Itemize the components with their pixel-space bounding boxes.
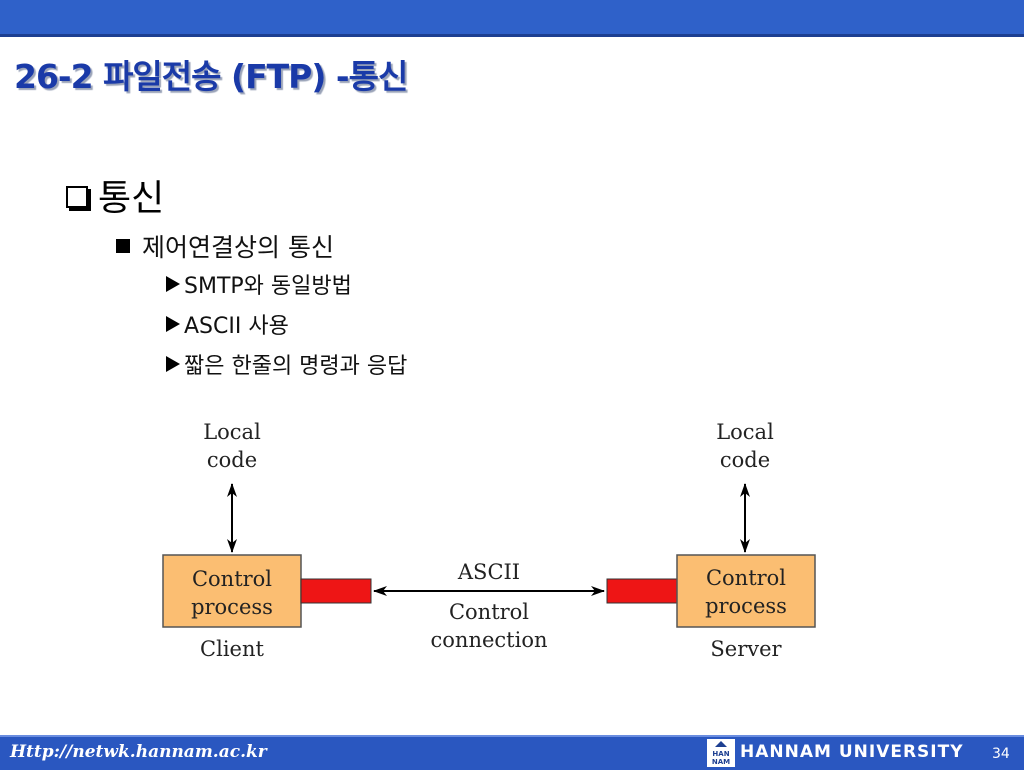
header-bar	[0, 0, 1024, 37]
triangle-bullet-icon	[166, 316, 180, 332]
hannam-logo-icon: HAN NAM	[707, 739, 735, 767]
bullet-level3-text: ASCII 사용	[184, 314, 289, 339]
connection-bottom-label-line2: connection	[431, 628, 548, 652]
bullet-level3-ascii: ASCII 사용	[166, 304, 407, 344]
triangle-bullet-icon	[166, 356, 180, 372]
bullet-level2: 제어연결상의 통신	[116, 228, 407, 264]
bullet-level3-smtp: SMTP와 동일방법	[166, 264, 407, 304]
server-local-code-line1: Local	[716, 420, 774, 444]
square-bullet-icon	[116, 239, 130, 253]
connection-bottom-label-line1: Control	[449, 600, 529, 624]
page-number: 34	[992, 746, 1010, 762]
client-local-code-line1: Local	[203, 420, 261, 444]
checkbox-bullet-icon	[66, 186, 88, 208]
bullet-level3-text: 짧은 한줄의 명령과 응답	[184, 354, 408, 379]
server-control-process-box	[676, 554, 816, 628]
logo-text-bottom: NAM	[712, 758, 730, 766]
server-caption: Server	[710, 637, 782, 661]
triangle-bullet-icon	[166, 276, 180, 292]
footer-bar: Http://netwk.hannam.ac.kr HAN NAM HANNAM…	[0, 735, 1024, 770]
bullet-level1: 통신	[66, 170, 407, 220]
client-local-code-line2: code	[207, 448, 257, 472]
ftp-control-connection-diagram: Local code Control process Client ASCII …	[162, 420, 816, 661]
footer-url: Http://netwk.hannam.ac.kr	[10, 742, 267, 762]
bullet-level2-text: 제어연결상의 통신	[142, 233, 334, 262]
slide-title: 26-2 파일전송 (FTP) -통신	[14, 57, 408, 96]
logo-text-top: HAN	[712, 750, 729, 758]
client-connector	[300, 578, 372, 604]
client-caption: Client	[200, 637, 264, 661]
bullet-level3-text: SMTP와 동일방법	[184, 274, 352, 299]
bullet-level3-command: 짧은 한줄의 명령과 응답	[166, 344, 407, 384]
client-box-line1: Control	[192, 567, 272, 591]
university-name: HANNAM UNIVERSITY	[740, 742, 964, 762]
client-box-line2: process	[191, 595, 273, 619]
connection-top-label: ASCII	[457, 560, 520, 584]
server-local-code-line2: code	[720, 448, 770, 472]
server-box-line1: Control	[706, 566, 786, 590]
server-connector	[606, 578, 678, 604]
server-box-line2: process	[705, 594, 787, 618]
bullet-list: 통신 제어연결상의 통신 SMTP와 동일방법 ASCII 사용 짧은 한줄의 …	[66, 170, 407, 384]
bullet-level1-text: 통신	[98, 178, 165, 219]
